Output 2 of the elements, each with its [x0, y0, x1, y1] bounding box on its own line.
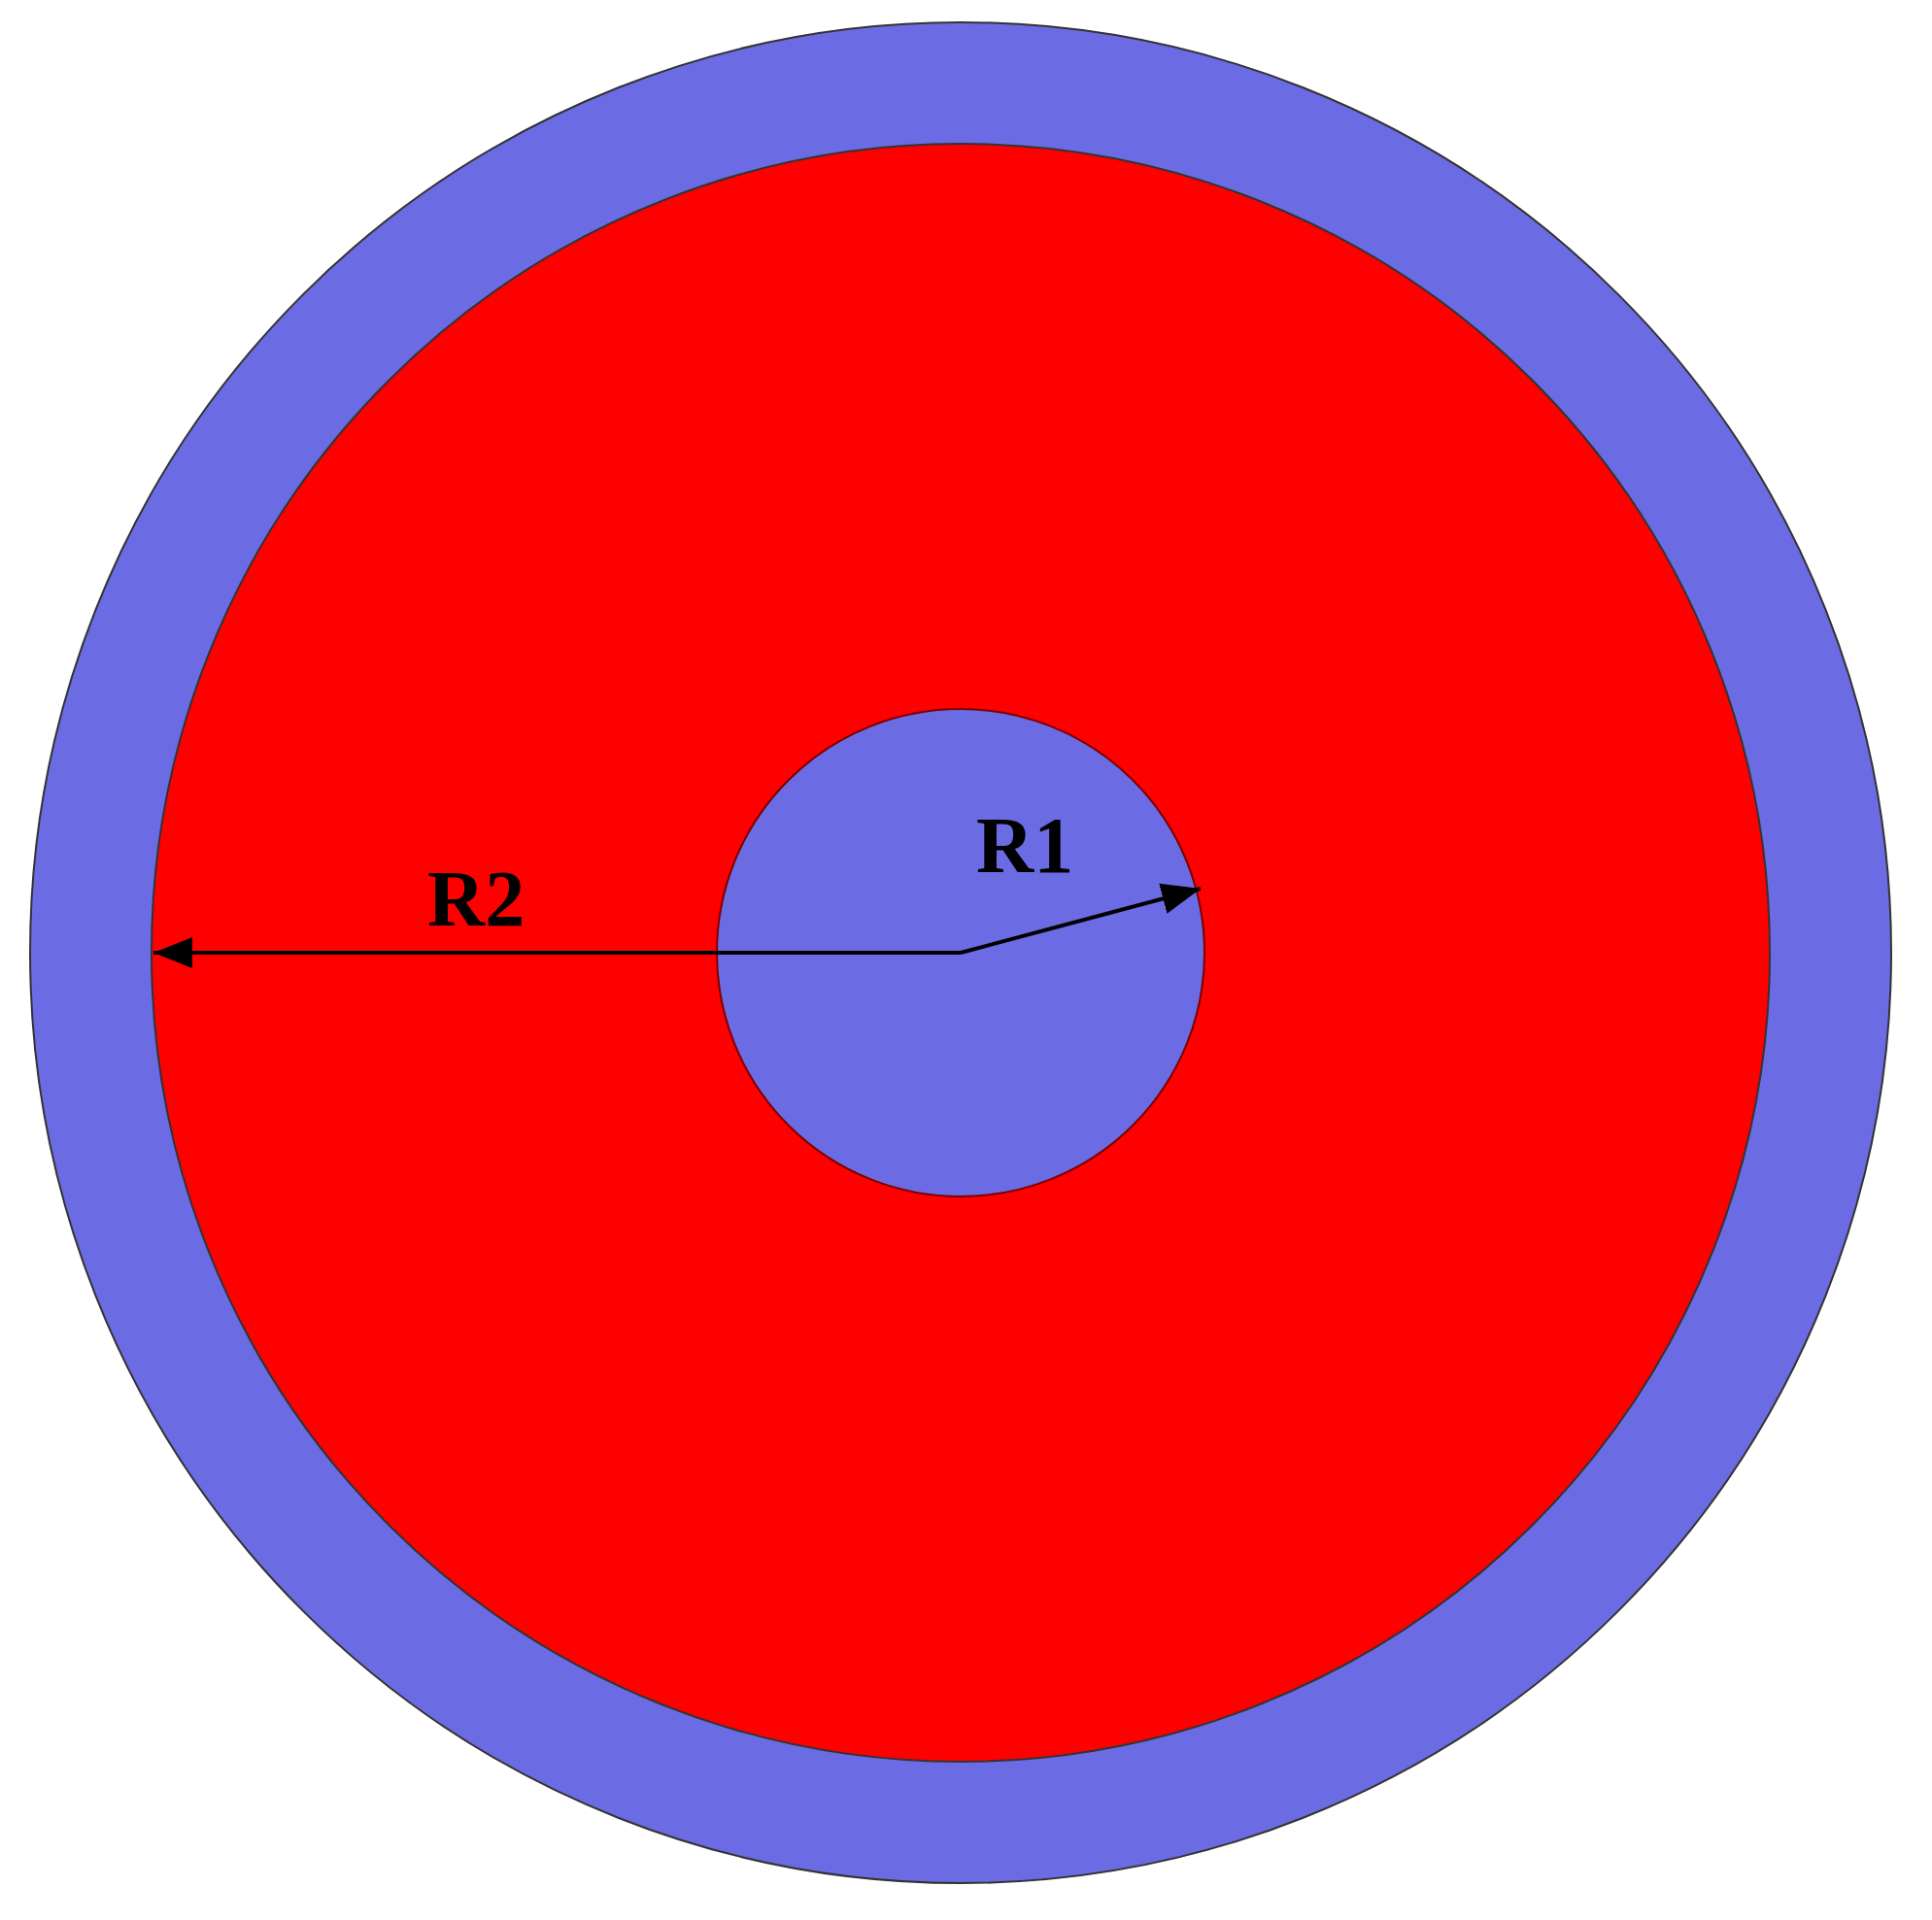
dimension-label: R1: [976, 806, 1074, 886]
dimension-label: R2: [427, 859, 525, 939]
